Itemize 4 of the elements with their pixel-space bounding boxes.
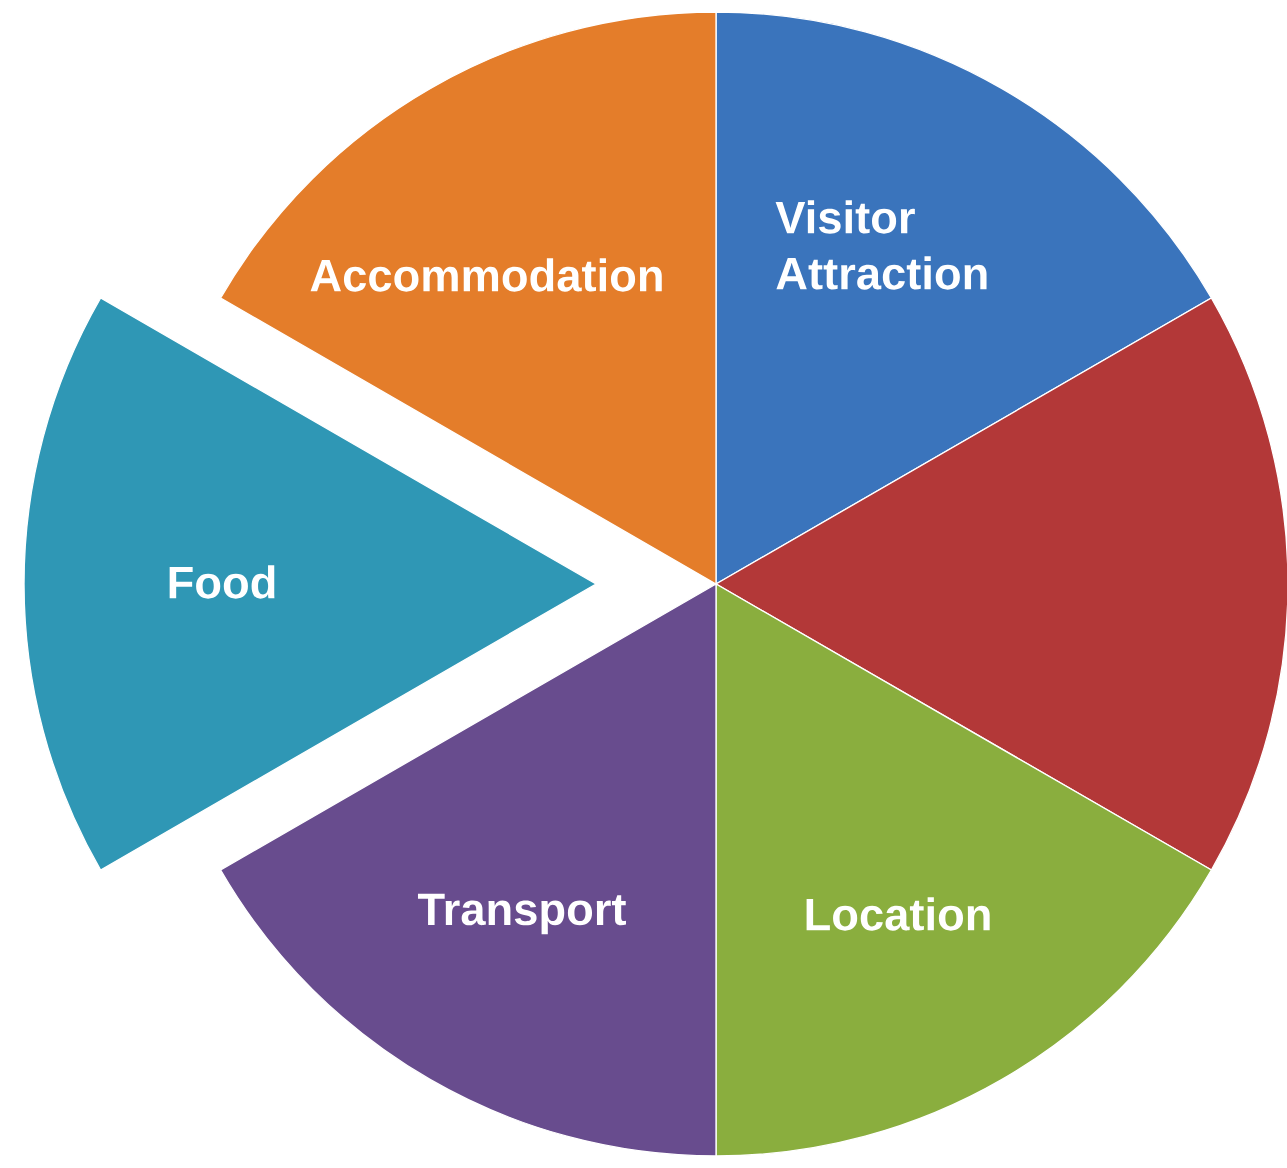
pie-slice [715,297,1287,871]
pie-slice: Visitor Attraction [715,11,1213,585]
pie-slice: Food [23,297,597,871]
pie-slice: Location [715,583,1213,1157]
